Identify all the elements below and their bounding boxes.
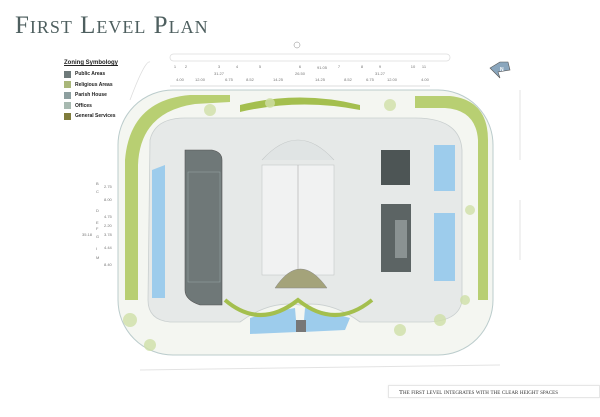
dimension: 6.75 <box>225 77 234 82</box>
legend-swatch <box>64 81 71 89</box>
dimension: 8.00 <box>104 197 113 202</box>
page-title: First Level Plan <box>15 12 209 39</box>
grid-col: 6 <box>299 64 302 69</box>
grid-col: 5 <box>259 64 262 69</box>
dimension: 12.00 <box>387 77 398 82</box>
grid-col: 3 <box>218 64 221 69</box>
dimension: 8.40 <box>104 262 113 267</box>
left-dimensions: 2.75 8.00 4.75 2.20 3.78 35.18 4.44 8.40 <box>82 184 113 267</box>
grid-row: I <box>96 246 97 251</box>
dimension: 2.20 <box>104 223 113 228</box>
pool-left <box>152 165 165 298</box>
section-marker-icon <box>293 41 301 49</box>
legend-label: Parish House <box>75 92 107 99</box>
top-overall-dimensions: 31.27 26.50 91.05 31.27 <box>214 65 386 76</box>
grid-col: 10 <box>411 64 416 69</box>
caption: The first level integrates with the clea… <box>388 385 600 398</box>
grid-col: 7 <box>338 64 341 69</box>
north-arrow: N <box>489 61 511 79</box>
north-label: N <box>500 67 504 73</box>
dimension: 91.05 <box>317 65 328 70</box>
legend-item-public-areas: Public Areas <box>64 69 118 80</box>
dimension: 4.00 <box>421 77 430 82</box>
dimension: 4.00 <box>176 77 185 82</box>
dimension: 2.75 <box>104 184 113 189</box>
grid-col: 9 <box>379 64 382 69</box>
street-outline <box>169 53 451 62</box>
legend-swatch <box>64 102 71 110</box>
dimension: 14.25 <box>273 77 284 82</box>
grid-col: 11 <box>422 64 427 69</box>
dimension: 26.50 <box>295 71 306 76</box>
building-public-areas <box>184 149 223 306</box>
dimension: 4.75 <box>104 214 113 219</box>
legend-swatch <box>64 70 71 78</box>
grid-row: G <box>96 234 99 239</box>
landscape-band-right <box>415 96 488 300</box>
grid-col: 1 <box>174 64 177 69</box>
entrance <box>296 320 306 332</box>
dimension: 8.52 <box>344 77 353 82</box>
pool-bottom-right <box>303 308 350 332</box>
trees <box>123 98 475 351</box>
dimension: 31.27 <box>214 71 225 76</box>
street-edge <box>139 364 501 371</box>
legend-swatch <box>64 112 71 120</box>
legend-item-religious-areas: Religious Areas <box>64 80 118 91</box>
legend-item-offices: Offices <box>64 101 118 112</box>
grid-col: 4 <box>236 64 239 69</box>
legend-title: Zoning Symbology <box>64 60 118 66</box>
grid-row-labels: B C D E F G I M <box>96 181 99 260</box>
legend-item-parish-house: Parish House <box>64 90 118 101</box>
legend-label: Religious Areas <box>75 81 113 88</box>
building-rooms <box>187 171 221 283</box>
top-bay-dimensions: 4.00 12.00 6.75 8.52 14.25 14.25 8.52 6.… <box>176 77 430 82</box>
grid-column-labels: 1 2 3 4 5 6 7 8 9 10 11 <box>174 64 427 69</box>
legend-label: Public Areas <box>75 71 106 78</box>
dimension: 35.18 <box>82 232 93 237</box>
street-curve <box>129 61 151 101</box>
dimension: 4.44 <box>104 245 113 250</box>
dimension: 3.78 <box>104 232 113 237</box>
landscape-band-left <box>125 95 230 300</box>
grid-row: C <box>96 189 99 194</box>
dimension: 8.52 <box>246 77 255 82</box>
pool-right-top <box>434 145 455 191</box>
grid-row: E <box>96 220 99 225</box>
altar-area <box>274 268 328 289</box>
legend-item-general-services: General Services <box>64 111 118 122</box>
pool-bottom-left <box>250 308 297 334</box>
zoning-legend: Zoning Symbology Public Areas Religious … <box>64 60 118 122</box>
building-core <box>395 220 407 258</box>
apse <box>261 139 335 161</box>
grid-row: M <box>96 255 99 260</box>
dimension: 12.00 <box>195 77 206 82</box>
dimension: 14.25 <box>315 77 326 82</box>
legend-swatch <box>64 91 71 99</box>
building-offices <box>381 150 410 185</box>
grid-col: 8 <box>361 64 364 69</box>
legend-label: General Services <box>75 113 116 120</box>
legend-label: Offices <box>75 102 92 109</box>
grid-col: 2 <box>185 64 188 69</box>
grid-row: B <box>96 181 99 186</box>
pool-right-bottom <box>434 213 455 281</box>
grid-row: F <box>96 226 99 231</box>
dimension: 31.27 <box>375 71 386 76</box>
dimension: 6.75 <box>366 77 375 82</box>
grid-row: D <box>96 208 99 213</box>
landscape-curve <box>223 297 374 317</box>
